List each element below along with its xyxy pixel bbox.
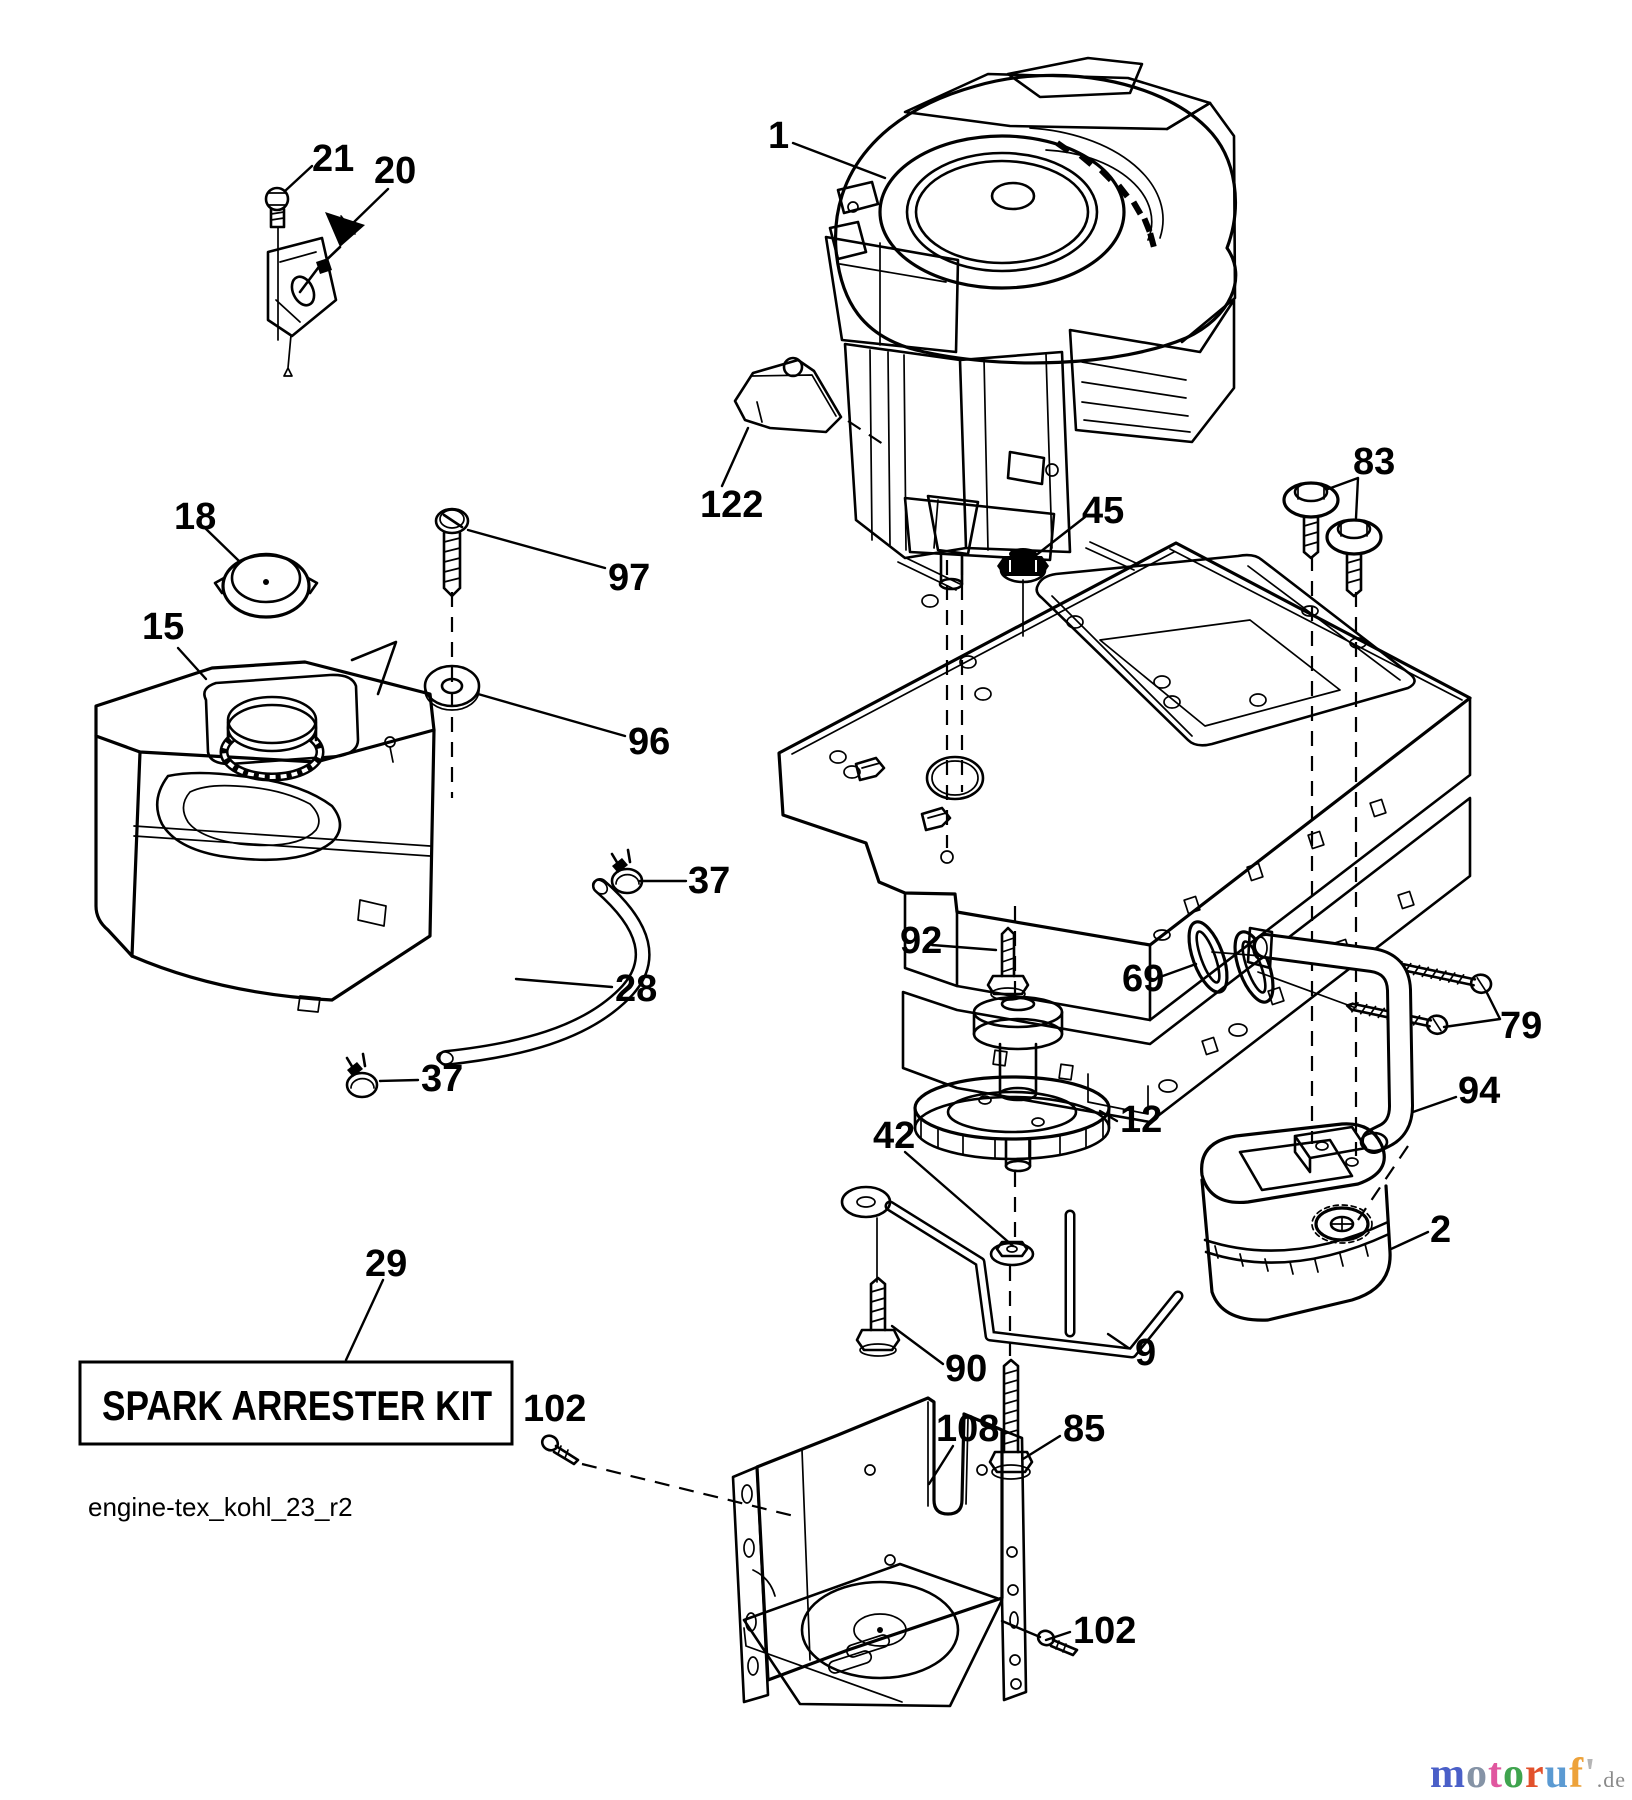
hose-clamp-lower [345,1052,379,1099]
spark-arrester-kit-label: SPARK ARRESTER KIT [102,1382,492,1429]
tank-screw [434,507,470,598]
watermark-letter: m [1430,1751,1467,1797]
watermark-letter: t [1488,1751,1504,1797]
part-label-69-14: 69 [1122,958,1164,1000]
hose-clamp-upper [610,848,644,895]
exhaust-gasket-a [1187,920,1229,994]
engine [824,56,1238,591]
belt-keeper-rod [840,1185,1184,1359]
engine-mount-bolt-b [1325,518,1383,598]
flange-nut [997,548,1049,584]
frame-plate [777,541,1472,1124]
drawing-code: engine-tex_kohl_23_r2 [88,1492,353,1522]
part-label-85-24: 85 [1063,1408,1105,1450]
engine-bracket [731,1396,1028,1708]
leader-lines [176,141,1502,1642]
shroud-tick-marks [1055,140,1157,248]
part-label-2-19: 2 [1430,1209,1451,1251]
watermark-letter: r [1525,1751,1545,1797]
part-label-92-13: 92 [900,920,942,962]
watermark-letter: ' [1584,1751,1597,1797]
throttle-control-group [264,186,365,377]
keeper-bolt [855,1276,901,1357]
watermark-letter: o [1503,1751,1526,1797]
part-label-83-8: 83 [1353,441,1395,483]
bracket-right-holes [1006,1546,1022,1690]
watermark-letter: o [1466,1751,1489,1797]
part-label-21-1: 21 [312,138,354,180]
part-label-94-16: 94 [1458,1070,1500,1112]
part-label-18-4: 18 [174,496,216,538]
idler-bolt [986,926,1030,1001]
tank-washer [423,664,481,711]
stack-pulley [913,995,1111,1173]
exhaust-pipe [1246,926,1415,1154]
plate-holes [829,541,1367,779]
part-label-42-18: 42 [873,1115,915,1157]
part-label-90-21: 90 [945,1348,987,1390]
part-label-122-3: 122 [700,484,763,526]
spark-arrester-kit-box: SPARK ARRESTER KIT [78,1360,514,1446]
part-label-45-9: 45 [1082,490,1124,532]
part-label-1-0: 1 [768,115,789,157]
part-label-37-10: 37 [688,860,730,902]
part-label-29-20: 29 [365,1243,407,1285]
frame-side-holes [1153,798,1387,941]
watermark-letter: f [1569,1751,1585,1797]
bracket-flange-slots [741,1484,776,1676]
fuel-tank [94,640,436,1013]
part-label-9-22: 9 [1135,1332,1156,1374]
part-label-108-23: 108 [936,1408,999,1450]
bracket-screw-right [1036,1629,1079,1657]
air-duct [733,356,843,434]
watermark-letter: u [1544,1751,1570,1797]
part-label-37-12: 37 [421,1058,463,1100]
motoruf-watermark-logo: motoruf'.de [1430,1750,1626,1798]
muffler [1200,1122,1392,1322]
part-label-102-26: 102 [1073,1610,1136,1652]
part-label-15-6: 15 [142,606,184,648]
part-label-102-25: 102 [523,1388,586,1430]
part-label-96-7: 96 [628,721,670,763]
part-label-28-11: 28 [615,968,657,1010]
fuel-hose [436,878,651,1066]
assembly-axis-lines [450,420,1409,1518]
part-label-20-2: 20 [374,150,416,192]
engine-mount-bolt-a [1282,481,1340,560]
fuel-cap [213,552,319,619]
bracket-screw-left [540,1434,580,1466]
watermark-tld: .de [1596,1767,1626,1792]
part-label-97-5: 97 [608,557,650,599]
bracket-floor-slots [827,1634,891,1674]
part-label-12-17: 12 [1120,1099,1162,1141]
keeper-nut [989,1240,1035,1267]
part-label-79-15: 79 [1500,1005,1542,1047]
